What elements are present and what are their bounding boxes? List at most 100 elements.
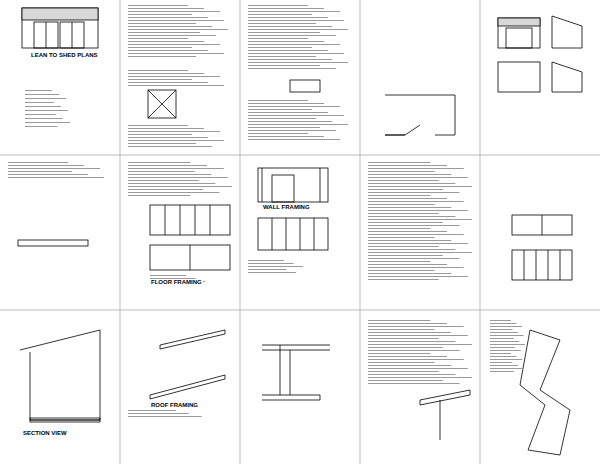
text-line	[128, 165, 207, 166]
text-line	[128, 17, 208, 18]
text-line	[25, 126, 57, 127]
text-line	[248, 41, 324, 42]
text-line	[128, 76, 220, 77]
text-line	[248, 118, 316, 119]
text-line	[150, 275, 186, 276]
text-line	[490, 323, 517, 324]
text-line	[25, 90, 52, 91]
text-line	[248, 266, 303, 267]
text-line	[368, 329, 435, 330]
text-line	[248, 56, 316, 57]
text-line	[368, 359, 464, 360]
text-line	[368, 207, 451, 208]
text-line	[368, 237, 435, 238]
text-line	[128, 128, 204, 129]
text-line	[368, 383, 460, 384]
text-line	[248, 115, 344, 116]
text-line	[368, 353, 430, 354]
text-line	[490, 356, 517, 357]
text-line	[25, 114, 56, 115]
view-caption: FLOOR FRAMING	[150, 279, 203, 286]
text-line	[128, 192, 220, 193]
text-line	[8, 168, 100, 169]
sheet-title: LEAN TO SHED PLANS	[30, 52, 99, 59]
text-line	[368, 377, 472, 378]
text-line	[490, 338, 514, 339]
text-line	[128, 137, 208, 138]
text-line	[128, 143, 196, 144]
text-line	[25, 122, 70, 123]
text-line	[128, 73, 204, 74]
text-line	[248, 109, 312, 110]
text-line	[248, 68, 336, 69]
text-line	[128, 20, 224, 21]
text-line	[368, 225, 460, 226]
text-line	[490, 350, 521, 351]
text-line	[368, 365, 451, 366]
text-line	[490, 329, 512, 330]
text-line	[490, 347, 515, 348]
text-line	[128, 32, 200, 33]
text-line	[248, 100, 308, 101]
text-line	[248, 106, 340, 107]
text-line	[490, 359, 522, 360]
text-line	[368, 371, 439, 372]
text-line	[128, 35, 216, 36]
text-line	[8, 174, 88, 175]
text-line	[490, 362, 512, 363]
text-line	[8, 162, 68, 163]
text-line	[25, 94, 59, 95]
text-line	[368, 341, 455, 342]
text-line	[490, 335, 524, 336]
text-line	[368, 240, 451, 241]
text-line	[128, 50, 208, 51]
text-line	[490, 353, 511, 354]
text-line	[248, 65, 320, 66]
text-line	[368, 183, 455, 184]
text-lines	[8, 5, 525, 417]
text-line	[368, 279, 439, 280]
text-line	[248, 112, 328, 113]
view-caption: ROOF FRAMING	[150, 402, 199, 409]
text-line	[368, 243, 468, 244]
text-line	[248, 14, 312, 15]
text-line	[128, 162, 190, 163]
text-line	[128, 134, 192, 135]
text-line	[128, 189, 203, 190]
text-line	[248, 62, 348, 63]
text-line	[248, 103, 324, 104]
text-line	[128, 38, 188, 39]
text-line	[128, 79, 192, 80]
text-line	[128, 5, 188, 6]
text-line	[368, 219, 472, 220]
text-line	[128, 416, 202, 417]
text-line	[248, 136, 324, 137]
text-line	[248, 35, 336, 36]
text-line	[368, 201, 464, 202]
text-line	[368, 347, 443, 348]
text-line	[368, 174, 451, 175]
text-line	[368, 168, 464, 169]
text-line	[128, 195, 190, 196]
text-line	[128, 53, 224, 54]
view-caption: SECTION VIEW	[22, 430, 68, 437]
text-line	[368, 350, 460, 351]
text-line	[128, 180, 199, 181]
text-line	[128, 131, 220, 132]
text-line	[368, 273, 451, 274]
text-line	[8, 165, 84, 166]
text-line	[248, 53, 344, 54]
text-line	[25, 98, 66, 99]
text-line	[368, 231, 447, 232]
text-line	[368, 255, 443, 256]
text-line	[248, 260, 284, 261]
text-line	[128, 23, 196, 24]
text-line	[368, 165, 447, 166]
text-line	[128, 14, 192, 15]
text-line	[25, 106, 61, 107]
text-line	[248, 8, 324, 9]
text-line	[248, 17, 328, 18]
text-line	[128, 47, 192, 48]
